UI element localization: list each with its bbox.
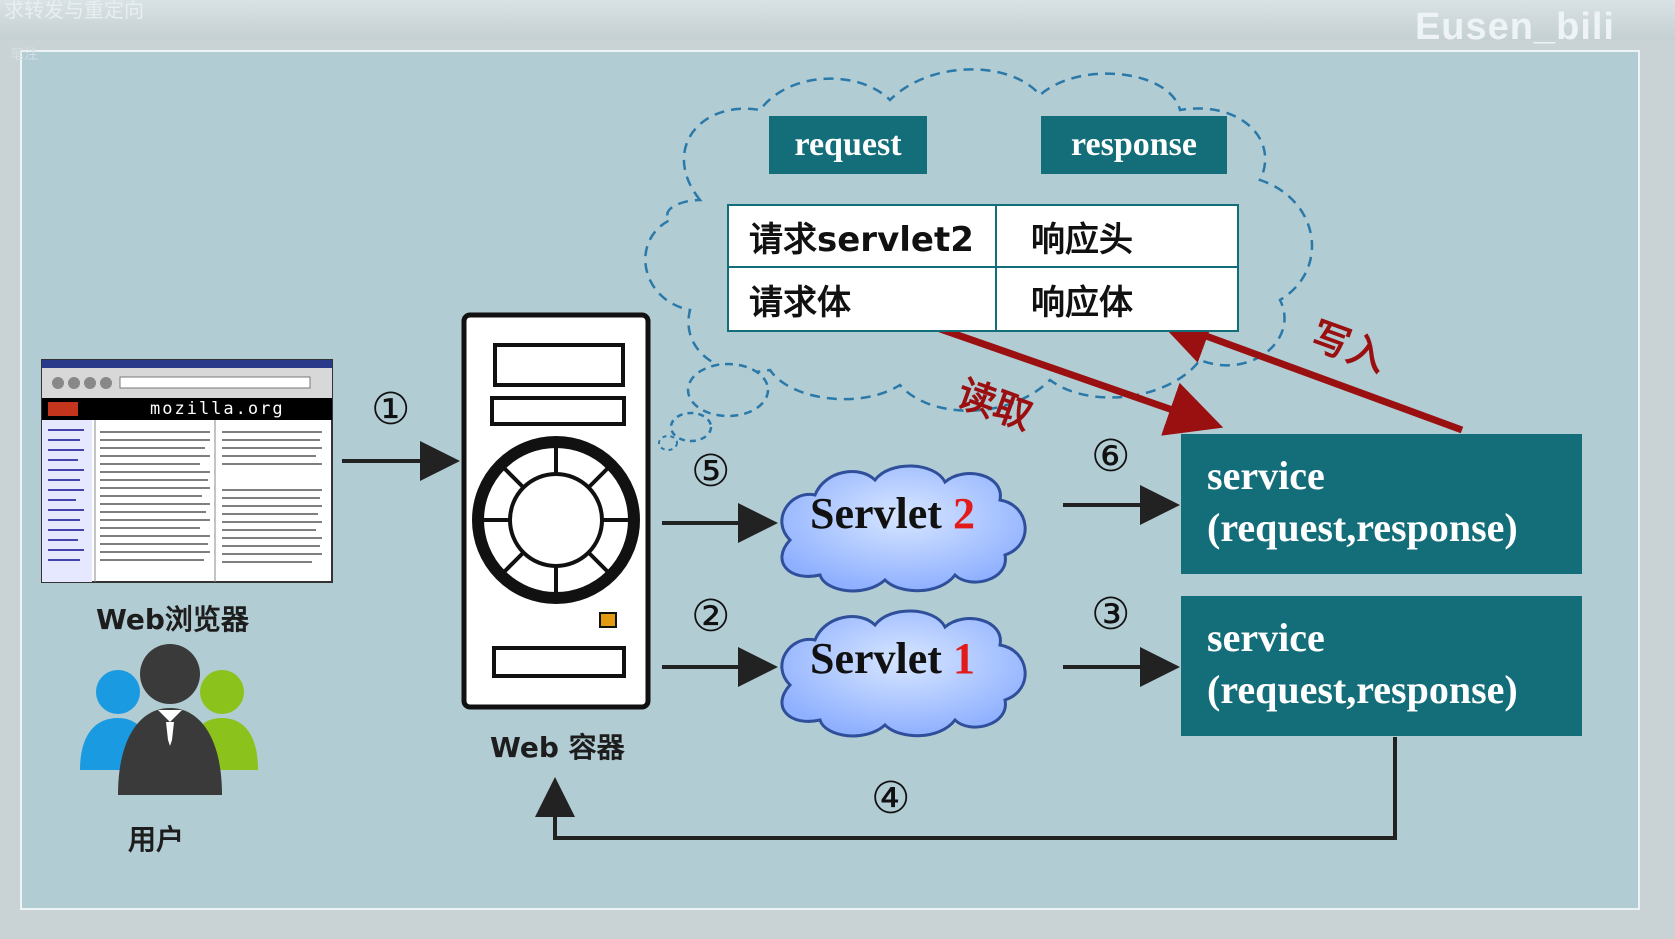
- step-6-marker: ⑥: [1091, 431, 1131, 482]
- browser-caption: Web浏览器: [96, 603, 249, 636]
- servlet1-cloud: [780, 609, 1027, 738]
- step-5-marker: ⑤: [691, 446, 731, 497]
- container-caption: Web 容器: [490, 731, 625, 764]
- servlet1-name: Servlet: [810, 634, 953, 683]
- step-4-marker: ④: [871, 773, 911, 824]
- servlet1-number: 1: [952, 634, 975, 683]
- users-caption: 用户: [128, 823, 185, 856]
- watermark-brand: Eusen_bili: [1414, 6, 1615, 48]
- browser-window-illustration: [41, 359, 333, 583]
- servlet2-cloud: [780, 464, 1027, 593]
- watermark-sub: 笔注: [10, 46, 38, 62]
- users-illustration: [80, 644, 258, 795]
- table-cell: 请求体: [729, 268, 997, 330]
- table-cell: 响应头: [997, 206, 1237, 268]
- servlet1-label: Servlet 1: [810, 633, 975, 684]
- service-box-servlet2: service (request,response): [1181, 434, 1582, 574]
- table-cell: 响应体: [1031, 282, 1133, 323]
- servlet2-label: Servlet 2: [810, 488, 975, 539]
- browser-site-label: mozilla.org: [150, 399, 285, 419]
- top-band: [0, 0, 1675, 40]
- request-tag: request: [769, 116, 927, 174]
- table-cell: 请求servlet2: [729, 206, 997, 268]
- arrow-step4: [535, 737, 1397, 840]
- step-2-marker: ②: [691, 591, 731, 642]
- service-method: service: [1207, 615, 1325, 660]
- step-1-marker: ①: [371, 384, 411, 435]
- service-method: service: [1207, 453, 1325, 498]
- service-box-servlet1: service (request,response): [1181, 596, 1582, 736]
- servlet2-name: Servlet: [810, 489, 953, 538]
- response-tag: response: [1041, 116, 1227, 174]
- request-response-table: 请求servlet2 响应头 请求体 响应体: [727, 204, 1239, 332]
- arrow-write: [1154, 310, 1464, 434]
- service-params: (request,response): [1207, 667, 1518, 712]
- servlet2-number: 2: [952, 489, 975, 538]
- service-params: (request,response): [1207, 505, 1518, 550]
- step-3-marker: ③: [1091, 589, 1131, 640]
- watermark-title: 求转发与重定向: [4, 0, 144, 22]
- server-tower-illustration: [461, 312, 651, 710]
